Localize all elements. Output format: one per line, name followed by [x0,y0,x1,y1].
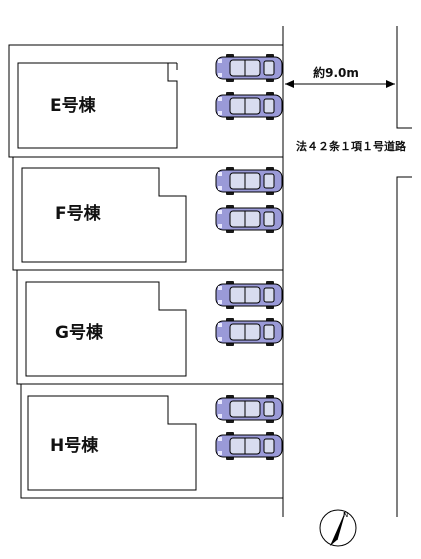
parked-car-icon [215,167,283,195]
parked-car-icon [215,281,283,309]
building-H-label: H号棟 [50,435,99,456]
lot-H: H号棟 [20,383,284,499]
building-F-label: F号棟 [55,203,102,224]
road-lines [282,26,412,517]
building-E-label: E号棟 [50,95,97,116]
road-width-label: 約9.0m [313,65,359,80]
parked-car-icon [215,54,283,82]
compass-label: N [343,511,348,519]
parked-car-icon [215,432,283,460]
parking-cars [215,54,283,460]
parked-car-icon [215,92,283,120]
road-name-label: 法４２条１項１号道路 [296,139,407,153]
parked-car-icon [215,318,283,346]
parked-car-icon [215,205,283,233]
road-width-dimension: 約9.0m [285,64,395,88]
building-G-label: G号棟 [55,322,104,343]
compass-north-icon: N [319,509,357,547]
road-name-group: 法４２条１項１号道路 [288,136,414,154]
parked-car-icon [215,395,283,423]
